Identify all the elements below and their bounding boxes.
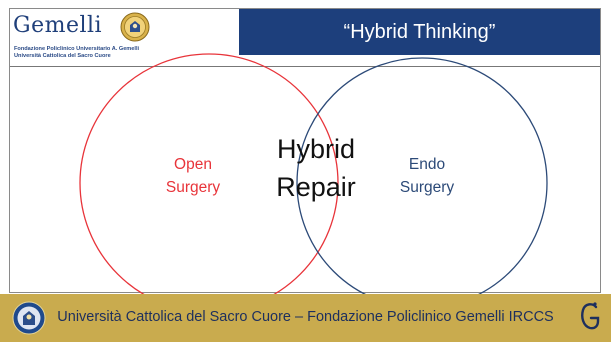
seal-icon [120, 12, 150, 42]
logo-subtitle-1: Fondazione Policlinico Universitario A. … [14, 46, 140, 52]
gemelli-g-logo-icon [581, 302, 600, 330]
footer-bar: Università Cattolica del Sacro Cuore – F… [0, 294, 611, 342]
slide-title-bar: “Hybrid Thinking” [239, 9, 600, 55]
header-divider [10, 66, 600, 67]
footer-text: Università Cattolica del Sacro Cuore – F… [57, 309, 554, 325]
logo-subtitle-2: Università Cattolica del Sacro Cuore [14, 53, 111, 59]
university-seal-icon [12, 301, 46, 335]
logo-wordmark: Gemelli [13, 13, 103, 38]
gemelli-logo: Gemelli Fondazione Policlinico Universit… [13, 12, 233, 66]
slide-title: “Hybrid Thinking” [343, 20, 496, 43]
